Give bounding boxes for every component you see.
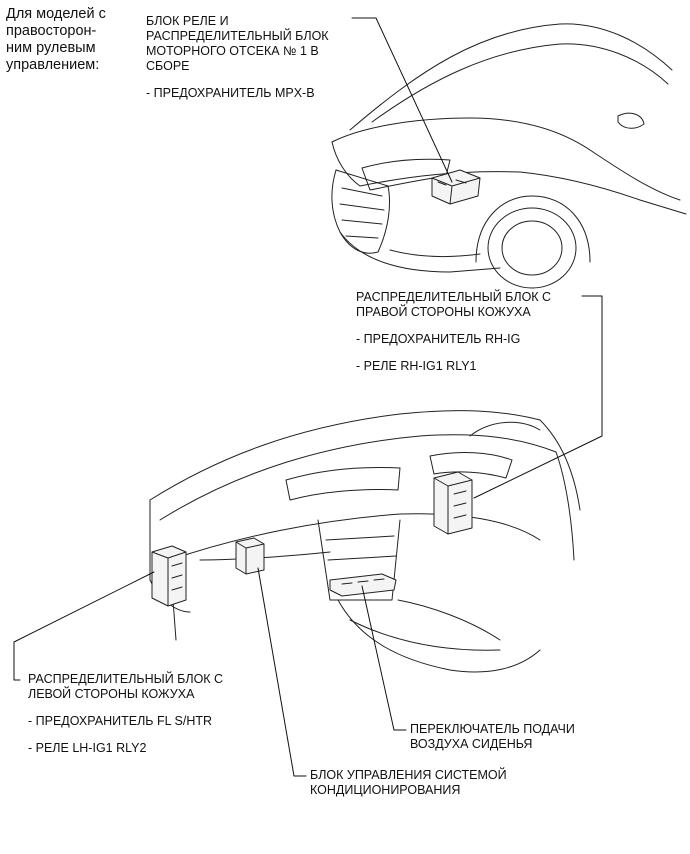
- right-block-line-2: ПРАВОЙ СТОРОНЫ КОЖУХА: [356, 305, 531, 319]
- seat-switch-line-2: ВОЗДУХА СИДЕНЬЯ: [410, 737, 533, 751]
- intro-line-3: ним рулевым: [6, 40, 96, 56]
- intro-caption: Для моделей с правосторон- ним рулевым у…: [6, 6, 106, 74]
- right-block-label: РАСПРЕДЕЛИТЕЛЬНЫЙ БЛОК С ПРАВОЙ СТОРОНЫ …: [356, 290, 551, 374]
- left-block-line-1: РАСПРЕДЕЛИТЕЛЬНЫЙ БЛОК С: [28, 672, 224, 686]
- intro-line-2: правосторон-: [6, 23, 97, 39]
- left-block-line-2: ЛЕВОЙ СТОРОНЫ КОЖУХА: [28, 687, 195, 701]
- ac-unit-line-1: БЛОК УПРАВЛЕНИЯ СИСТЕМОЙ: [310, 768, 507, 782]
- engine-block-line-2: РАСПРЕДЕЛИТЕЛЬНЫЙ БЛОК: [146, 29, 329, 43]
- left-block-item-relay: - РЕЛЕ LH-IG1 RLY2: [28, 741, 147, 755]
- engine-block-line-1: БЛОК РЕЛЕ И: [146, 14, 229, 28]
- right-block-line-1: РАСПРЕДЕЛИТЕЛЬНЫЙ БЛОК С: [356, 290, 552, 304]
- engine-relay-block-part: [431, 169, 481, 205]
- right-block-item-fuse: - ПРЕДОХРАНИТЕЛЬ RH-IG: [356, 332, 521, 346]
- ac-unit-line-2: КОНДИЦИОНИРОВАНИЯ: [310, 783, 461, 797]
- seat-switch-part: [329, 573, 397, 597]
- intro-line-4: управлением:: [6, 57, 100, 73]
- car-illustration: [331, 23, 687, 289]
- engine-block-line-3: МОТОРНОГО ОТСЕКА № 1 В: [146, 44, 319, 58]
- ac-unit-label: БЛОК УПРАВЛЕНИЯ СИСТЕМОЙ КОНДИЦИОНИРОВАН…: [310, 768, 507, 798]
- right-block-item-relay: - РЕЛЕ RH-IG1 RLY1: [356, 359, 477, 373]
- left-junction-block-part: [151, 545, 187, 607]
- dashboard-illustration: [149, 410, 581, 673]
- left-block-item-fuse: - ПРЕДОХРАНИТЕЛЬ FL S/HTR: [28, 714, 213, 728]
- seat-switch-label: ПЕРЕКЛЮЧАТЕЛЬ ПОДАЧИ ВОЗДУХА СИДЕНЬЯ: [410, 722, 575, 752]
- intro-line-1: Для моделей с: [6, 6, 106, 22]
- seat-switch-line-1: ПЕРЕКЛЮЧАТЕЛЬ ПОДАЧИ: [410, 722, 575, 736]
- engine-block-item-fuse: - ПРЕДОХРАНИТЕЛЬ MPX-B: [146, 86, 315, 100]
- engine-block-line-4: СБОРЕ: [146, 59, 190, 73]
- engine-block-label: БЛОК РЕЛЕ И РАСПРЕДЕЛИТЕЛЬНЫЙ БЛОК МОТОР…: [146, 14, 329, 101]
- leader-lines: [13, 17, 603, 777]
- right-junction-block-part: [433, 471, 473, 535]
- left-block-label: РАСПРЕДЕЛИТЕЛЬНЫЙ БЛОК С ЛЕВОЙ СТОРОНЫ К…: [28, 672, 223, 756]
- ac-control-unit-part: [235, 537, 265, 575]
